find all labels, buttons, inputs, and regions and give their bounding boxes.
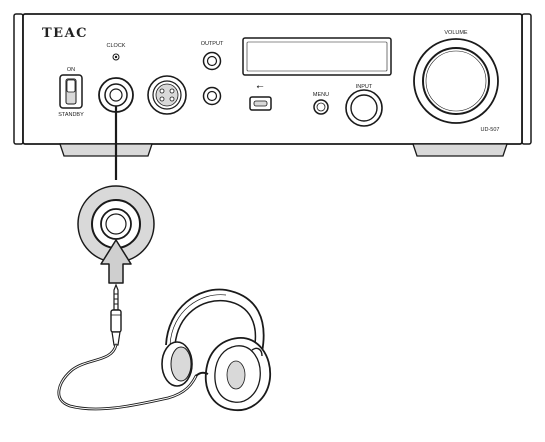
headphone-jack-icon[interactable] <box>98 77 134 113</box>
display-screen <box>242 37 392 76</box>
headphones-icon <box>161 288 271 411</box>
model-label: UD-507 <box>481 127 500 133</box>
on-label: ON <box>67 67 75 73</box>
enlarged-headphone-jack <box>77 185 155 263</box>
output-jack-upper[interactable] <box>202 51 222 71</box>
left-foot <box>59 143 153 157</box>
arrow-up-icon <box>100 239 132 284</box>
left-side-rail <box>13 13 24 145</box>
output-jack-lower[interactable] <box>202 86 222 106</box>
phone-plug-icon <box>110 283 122 346</box>
usb-port[interactable] <box>249 96 272 111</box>
right-foot <box>412 143 508 157</box>
brand-logo: TEAC <box>42 26 88 41</box>
power-switch-icon[interactable] <box>59 74 83 109</box>
volume-knob[interactable] <box>413 38 499 124</box>
standby-label: STANDBY <box>58 112 84 118</box>
input-knob[interactable] <box>345 89 383 127</box>
dac-amplifier-unit: TEAC ON STANDBY CLOCK O <box>13 13 532 157</box>
menu-button[interactable] <box>313 99 329 115</box>
output-label: OUTPUT <box>201 41 224 47</box>
volume-label: VOLUME <box>444 30 468 36</box>
right-side-rail <box>521 13 532 145</box>
input-label: INPUT <box>356 84 373 90</box>
clock-label: CLOCK <box>107 43 126 49</box>
menu-label: MENU <box>313 92 329 98</box>
front-panel <box>22 13 523 145</box>
xlr-jack-icon[interactable] <box>147 75 187 115</box>
usb-icon: ⭠ <box>256 81 263 91</box>
